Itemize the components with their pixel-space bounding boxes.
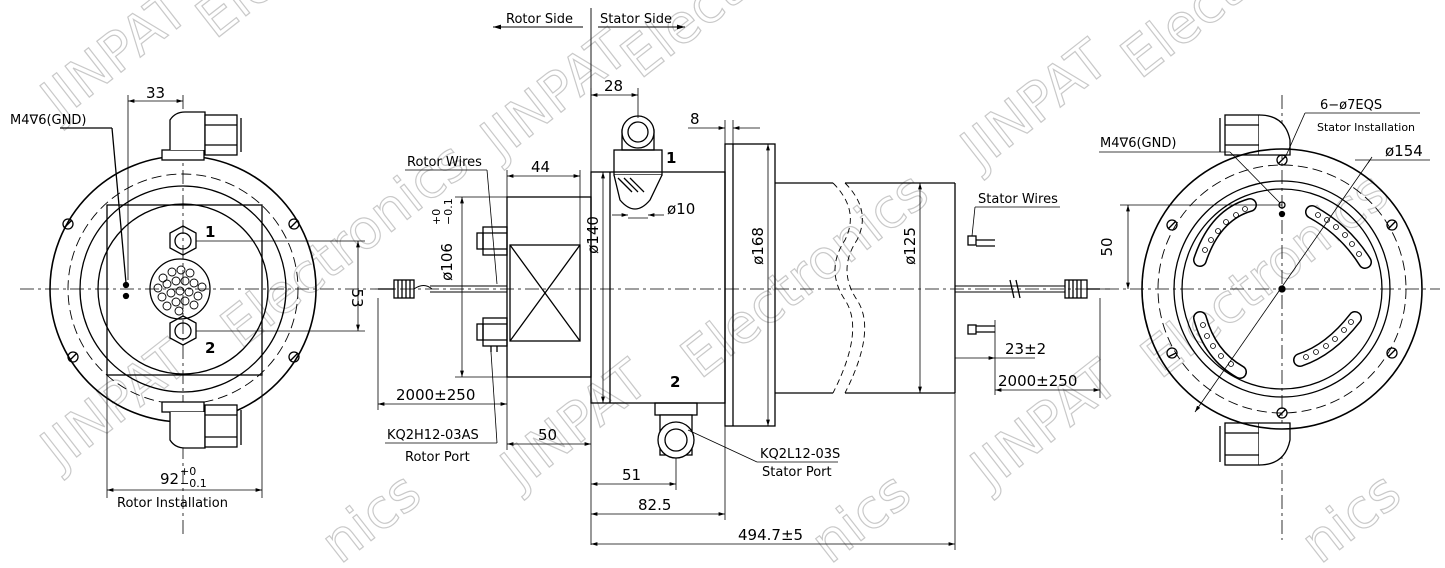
left-dim-53: 53 (348, 288, 366, 307)
left-caption: Rotor Installation (117, 496, 228, 511)
stator-wires-label: Stator Wires (978, 192, 1058, 207)
side-dim-2000-right: 2000±250 (998, 372, 1077, 390)
side-dim-106-tol-lower: −0.1 (442, 198, 455, 225)
side-dim-23: 23±2 (1005, 340, 1046, 358)
rotor-port-label: Rotor Port (405, 450, 470, 465)
side-dim-494: 494.7±5 (738, 526, 803, 544)
right-holes-label: 6−ø7EQS (1320, 98, 1382, 113)
left-dim-33: 33 (146, 84, 165, 102)
left-port-1-label: 1 (205, 223, 215, 241)
left-end-view (20, 95, 375, 535)
side-dim-106-tol-upper: +0 (430, 209, 443, 225)
stator-side-label: Stator Side (600, 12, 672, 27)
side-dim-51: 51 (622, 466, 641, 484)
watermark-layer: JINPAT Electronics JINPAT Electronics JI… (26, 0, 1413, 568)
left-dim-92: 92 (160, 470, 179, 488)
side-dim-125: ø125 (901, 227, 919, 265)
right-end-view (1099, 95, 1440, 540)
watermark-brand: JINPAT (947, 27, 1121, 182)
right-gnd-label: M4∇6(GND) (1100, 136, 1176, 151)
left-port-2-label: 2 (205, 339, 215, 357)
side-dim-140: ø140 (584, 216, 602, 254)
watermark-word: Electronics (184, 0, 455, 50)
side-dim-44: 44 (531, 158, 550, 176)
left-gnd-label: M4∇6(GND) (10, 113, 86, 128)
side-dim-8: 8 (690, 110, 700, 128)
watermark-word: Electronics (669, 159, 940, 390)
side-dim-10: ø10 (667, 200, 695, 218)
side-port-1-label: 1 (666, 149, 676, 167)
left-dim-92-tol-lower: −0.1 (180, 477, 207, 490)
watermark-tail: nics (309, 460, 432, 568)
stator-port-label: Stator Port (762, 465, 832, 480)
side-view (375, 88, 1110, 550)
side-dim-2000-left: 2000±250 (396, 386, 475, 404)
side-port-2-label: 2 (670, 373, 680, 391)
right-dim-154: ø154 (1385, 142, 1423, 160)
side-dim-82-5: 82.5 (638, 496, 671, 514)
watermark-word: Electronics (1109, 0, 1380, 90)
rotor-side-label: Rotor Side (506, 12, 573, 27)
side-dim-106: ø106 (438, 243, 456, 281)
side-dim-168: ø168 (749, 227, 767, 265)
right-dim-50: 50 (1098, 237, 1116, 256)
left-dim-92-tol-upper: +0 (180, 465, 196, 478)
right-holes-caption: Stator Installation (1317, 121, 1415, 134)
side-dim-28: 28 (604, 77, 623, 95)
side-dim-50: 50 (538, 426, 557, 444)
rotor-port-model: KQ2H12-03AS (387, 428, 479, 443)
rotor-wires-label: Rotor Wires (407, 155, 482, 170)
watermark-brand: JINPAT (957, 347, 1131, 502)
watermark-tail: nics (1289, 460, 1412, 568)
stator-port-model: KQ2L12-03S (760, 447, 840, 462)
